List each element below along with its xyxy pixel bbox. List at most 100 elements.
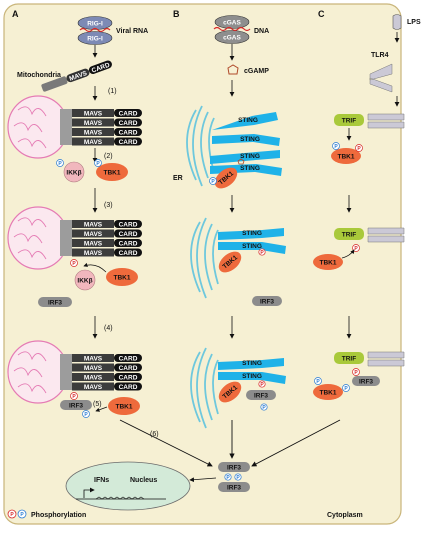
svg-text:MAVS: MAVS — [84, 356, 103, 363]
svg-text:TRIF: TRIF — [342, 118, 356, 125]
svg-text:TBK1: TBK1 — [114, 275, 131, 282]
svg-text:P: P — [72, 261, 76, 267]
svg-text:MAVS: MAVS — [84, 222, 103, 229]
irf3-b3: IRF3 P — [246, 390, 276, 411]
dna-label: DNA — [254, 28, 269, 35]
step-4-label: (4) — [104, 325, 113, 332]
svg-text:IRF3: IRF3 — [260, 299, 274, 306]
svg-text:STING: STING — [242, 373, 262, 380]
mavs-stack-1: MAVS CARD MAVS CARD MAVS CARD MAVS CARD — [72, 109, 142, 146]
svg-text:P: P — [84, 412, 88, 418]
svg-text:RIG-I: RIG-I — [87, 21, 103, 28]
svg-text:CARD: CARD — [119, 365, 138, 372]
svg-text:STING: STING — [242, 243, 262, 250]
nucleus-label: Nucleus — [130, 477, 157, 484]
rig-i-top — [77, 16, 113, 30]
svg-text:P: P — [354, 246, 358, 252]
svg-text:STING: STING — [240, 165, 260, 172]
lps-icon — [392, 14, 402, 30]
svg-text:STING: STING — [242, 230, 262, 237]
phosphorylation-legend: P P Phosphorylation — [7, 509, 86, 519]
svg-text:MAVS: MAVS — [84, 384, 103, 391]
svg-text:CARD: CARD — [119, 139, 138, 146]
svg-text:MAVS: MAVS — [84, 231, 103, 238]
svg-text:IRF3: IRF3 — [48, 300, 62, 307]
svg-text:cGAMP: cGAMP — [244, 68, 269, 75]
svg-text:TBK1: TBK1 — [338, 154, 355, 161]
svg-text:CARD: CARD — [119, 231, 138, 238]
irf3-c3: IRF3 P — [342, 376, 380, 392]
tbk1-c1: TBK1 P P — [331, 142, 363, 164]
svg-text:STING: STING — [240, 153, 260, 160]
svg-text:TRIF: TRIF — [342, 232, 356, 239]
rig-i-viral-rna-complex: RIG-I RIG-I Viral RNA — [77, 16, 148, 45]
mavs-phospho-2: P — [70, 259, 78, 267]
tlr4-label: TLR4 — [371, 52, 389, 59]
cgas-dna-complex: cGAS cGAS DNA — [213, 15, 269, 44]
svg-text:CARD: CARD — [119, 241, 138, 248]
svg-text:IRF3: IRF3 — [227, 465, 241, 472]
svg-text:TBK1: TBK1 — [116, 404, 133, 411]
svg-text:CARD: CARD — [119, 250, 138, 257]
svg-text:IRF3: IRF3 — [227, 485, 241, 492]
panel-b-label: B — [173, 9, 180, 19]
step-5-label: (5) — [93, 401, 102, 408]
svg-text:P: P — [334, 144, 338, 150]
svg-text:P: P — [260, 382, 264, 388]
cytoplasm-label: Cytoplasm — [327, 512, 363, 519]
svg-text:STING: STING — [238, 117, 258, 124]
svg-text:P: P — [58, 161, 62, 167]
svg-text:P: P — [226, 475, 230, 481]
step-3-label: (3) — [104, 202, 113, 209]
svg-text:IKKβ: IKKβ — [66, 170, 81, 177]
cgamp-molecule: cGAMP — [227, 64, 269, 75]
ifns-label: IFNs — [94, 477, 109, 484]
svg-text:MAVS: MAVS — [84, 365, 103, 372]
svg-text:IRF3: IRF3 — [254, 393, 268, 400]
svg-text:P: P — [72, 394, 76, 400]
svg-text:MAVS: MAVS — [84, 130, 103, 137]
mitochondria-label: Mitochondria — [17, 72, 61, 79]
step-2-label: (2) — [104, 153, 113, 160]
svg-text:CARD: CARD — [119, 356, 138, 363]
svg-text:CARD: CARD — [119, 222, 138, 229]
svg-text:P: P — [316, 379, 320, 385]
svg-text:P: P — [10, 512, 14, 518]
tbk1-2: TBK1 — [106, 268, 138, 286]
viral-rna-label: Viral RNA — [116, 28, 148, 35]
mitochondrion-3 — [7, 340, 72, 404]
ikkb-1: IKKβ P — [56, 159, 85, 183]
irf3-a3: IRF3 P — [60, 400, 92, 418]
mitochondrion-2 — [7, 206, 72, 270]
er-label: ER — [173, 175, 183, 182]
tbk1-3: TBK1 — [108, 397, 140, 415]
svg-text:MAVS: MAVS — [84, 139, 103, 146]
svg-text:MAVS: MAVS — [84, 120, 103, 127]
tbk1-b2: TBK1 — [218, 251, 242, 273]
svg-text:P: P — [344, 386, 348, 392]
svg-text:CARD: CARD — [119, 130, 138, 137]
svg-text:CARD: CARD — [119, 111, 138, 118]
mavs-phospho-3: P — [70, 392, 78, 400]
tbk1-b3: TBK1 — [218, 381, 242, 403]
svg-text:RIG-I: RIG-I — [87, 36, 103, 43]
svg-text:P: P — [96, 161, 100, 167]
svg-text:TRIF: TRIF — [342, 356, 356, 363]
svg-text:CARD: CARD — [119, 120, 138, 127]
mavs-stack-3: MAVS CARD MAVS CARD MAVS CARD MAVS CARD — [72, 354, 142, 391]
trif-3: TRIF P — [334, 352, 364, 376]
tlr4-receptor-4 — [367, 351, 405, 367]
irf3-a2: IRF3 — [38, 297, 72, 307]
svg-text:P: P — [357, 146, 361, 152]
svg-text:cGAS: cGAS — [223, 20, 241, 27]
tlr4-receptor-2 — [367, 113, 405, 129]
tbk1-c3: TBK1 P — [313, 377, 343, 400]
gene-promoter-arrow — [83, 487, 95, 498]
svg-text:CARD: CARD — [119, 384, 138, 391]
sting-dimer-2: STING STING P — [218, 228, 286, 256]
svg-text:MAVS: MAVS — [84, 241, 103, 248]
svg-text:P: P — [262, 405, 266, 411]
svg-text:P: P — [211, 179, 215, 185]
tlr4-receptor-3 — [367, 227, 405, 243]
